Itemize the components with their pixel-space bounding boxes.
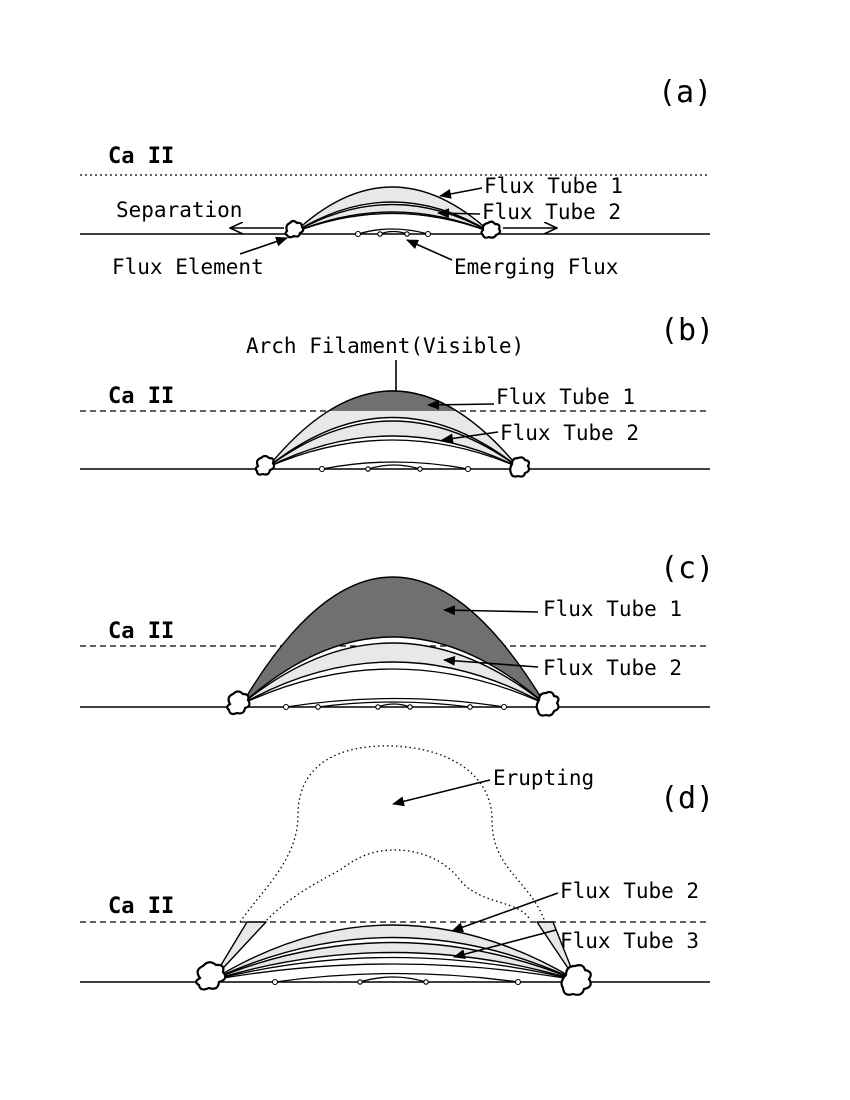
panel-d-emerging-node [514, 978, 522, 986]
panel-d-emerging-node [357, 979, 363, 985]
panel-d-emerging-loop-inner [359, 976, 427, 983]
panel-b-inner-loop [267, 439, 519, 468]
panel-b-emerging-loop-inner [367, 464, 421, 470]
panel-d-flux-tube-right-leg [536, 921, 577, 981]
panel-c-emerging-node [315, 704, 321, 710]
panel-b-arch-filament-label: Arch Filament(Visible) [246, 334, 524, 358]
panel-d-flux-tube-2-label: Flux Tube 2 [560, 879, 699, 903]
panel-c-emerging-loop-inner [377, 703, 411, 708]
panel-c-label: (c) [660, 551, 714, 586]
panel-b-flux-element-right [509, 456, 531, 478]
panel-d-inner-loop-2 [211, 963, 577, 981]
panel-a-emerging-loop-outer [357, 228, 429, 235]
panel-b-arch-filament-dark-top [327, 390, 458, 411]
panel-b-flux-tube-2-label: Flux Tube 2 [500, 421, 639, 445]
panel-d-ca-label: Ca II [108, 894, 174, 919]
panel-a-emerging-flux-arrow [406, 239, 453, 261]
panel-a-emerging-node [354, 230, 362, 238]
panel-d-label: (d) [660, 781, 714, 816]
panel-c-flux-tube-1-label: Flux Tube 1 [543, 597, 682, 621]
panel-c: (c) Ca II Flux Tube 1 Flux Tube 2 [80, 551, 714, 717]
panel-d: (d) Erupting Ca II Flux Tube 2 Flux Tube… [80, 745, 714, 996]
panel-c-emerging-node [375, 704, 381, 710]
panel-b-emerging-node [464, 465, 472, 473]
panel-a-label: (a) [658, 75, 712, 110]
panel-d-erupting-arrow [392, 779, 491, 807]
panel-a-flux-tube-2-label: Flux Tube 2 [482, 200, 621, 224]
panel-a-flux-tube-2-arrow [437, 208, 481, 219]
panel-a: (a) Ca II Separation Flux Tube 1 Flux Tu… [80, 75, 712, 279]
panel-a-flux-element-right [480, 220, 502, 239]
panel-c-ca-label: Ca II [108, 619, 174, 644]
panel-d-flux-tube-3-arrow [453, 929, 557, 960]
panel-d-emerging-loop-outer [274, 972, 519, 983]
panel-c-flux-tube-1 [241, 576, 546, 705]
panel-d-emerging-node [423, 979, 429, 985]
panel-b-flux-tube-2-arrow [441, 431, 499, 444]
panel-b-emerging-node [417, 466, 423, 472]
panel-c-emerging-node [407, 704, 413, 710]
panel-d-flux-tube-left-leg [211, 921, 267, 981]
panel-a-flux-tube-1-label: Flux Tube 1 [484, 174, 623, 198]
panel-b-flux-tube-1-arrow [427, 399, 495, 410]
panel-a-flux-element-arrow [239, 236, 288, 255]
panel-a-separation-label: Separation [116, 198, 242, 222]
panel-d-flux-element-left [195, 961, 227, 991]
panel-b-emerging-node [365, 466, 371, 472]
panel-c-flux-tube-1-arrow [443, 605, 539, 616]
panel-d-emerging-node [271, 978, 279, 986]
panel-c-emerging-node [500, 703, 508, 711]
panel-c-flux-element-left [226, 690, 251, 716]
panel-b: (b) Arch Filament(Visible) Ca II Flux Tu… [80, 313, 714, 478]
panel-d-erupting-inner-boundary [254, 849, 531, 935]
panel-c-emerging-loop-middle [317, 701, 471, 708]
panel-a-emerging-flux-label: Emerging Flux [454, 255, 618, 279]
panel-b-ca-label: Ca II [108, 384, 174, 409]
panel-d-flux-tube-2-arrow [451, 892, 559, 932]
panel-a-flux-tube-1-arrow [439, 187, 483, 199]
panel-d-flux-tube-3-label: Flux Tube 3 [560, 929, 699, 953]
panel-a-emerging-node [377, 231, 383, 237]
panel-c-flux-tube-2-label: Flux Tube 2 [543, 656, 682, 680]
panel-c-flux-element-right [535, 690, 560, 717]
panel-c-emerging-node [467, 704, 473, 710]
panel-b-flux-element-left [254, 454, 276, 476]
panel-a-flux-element-label: Flux Element [112, 255, 264, 279]
panel-a-emerging-node [404, 231, 410, 237]
panel-d-flux-element-right [560, 964, 592, 996]
panel-c-emerging-node [282, 703, 290, 711]
panel-d-erupting-label: Erupting [493, 766, 594, 790]
panel-a-flux-element-left [284, 219, 305, 239]
panel-b-flux-tube-1-label: Flux Tube 1 [496, 385, 635, 409]
panel-b-emerging-node [318, 465, 326, 473]
panel-d-inner-loop [211, 956, 577, 981]
panel-a-emerging-node [424, 230, 432, 238]
panel-c-emerging-loop-outer [285, 697, 505, 708]
panel-b-label: (b) [660, 313, 714, 348]
panel-b-emerging-loop-outer [321, 461, 469, 470]
panel-c-flux-tube-2-arrow [443, 655, 539, 668]
panel-a-ca-label: Ca II [108, 144, 174, 169]
panel-c-inner-loop [241, 668, 546, 705]
panel-d-flux-tube-3 [211, 941, 577, 981]
panel-a-inner-loop [294, 212, 491, 233]
